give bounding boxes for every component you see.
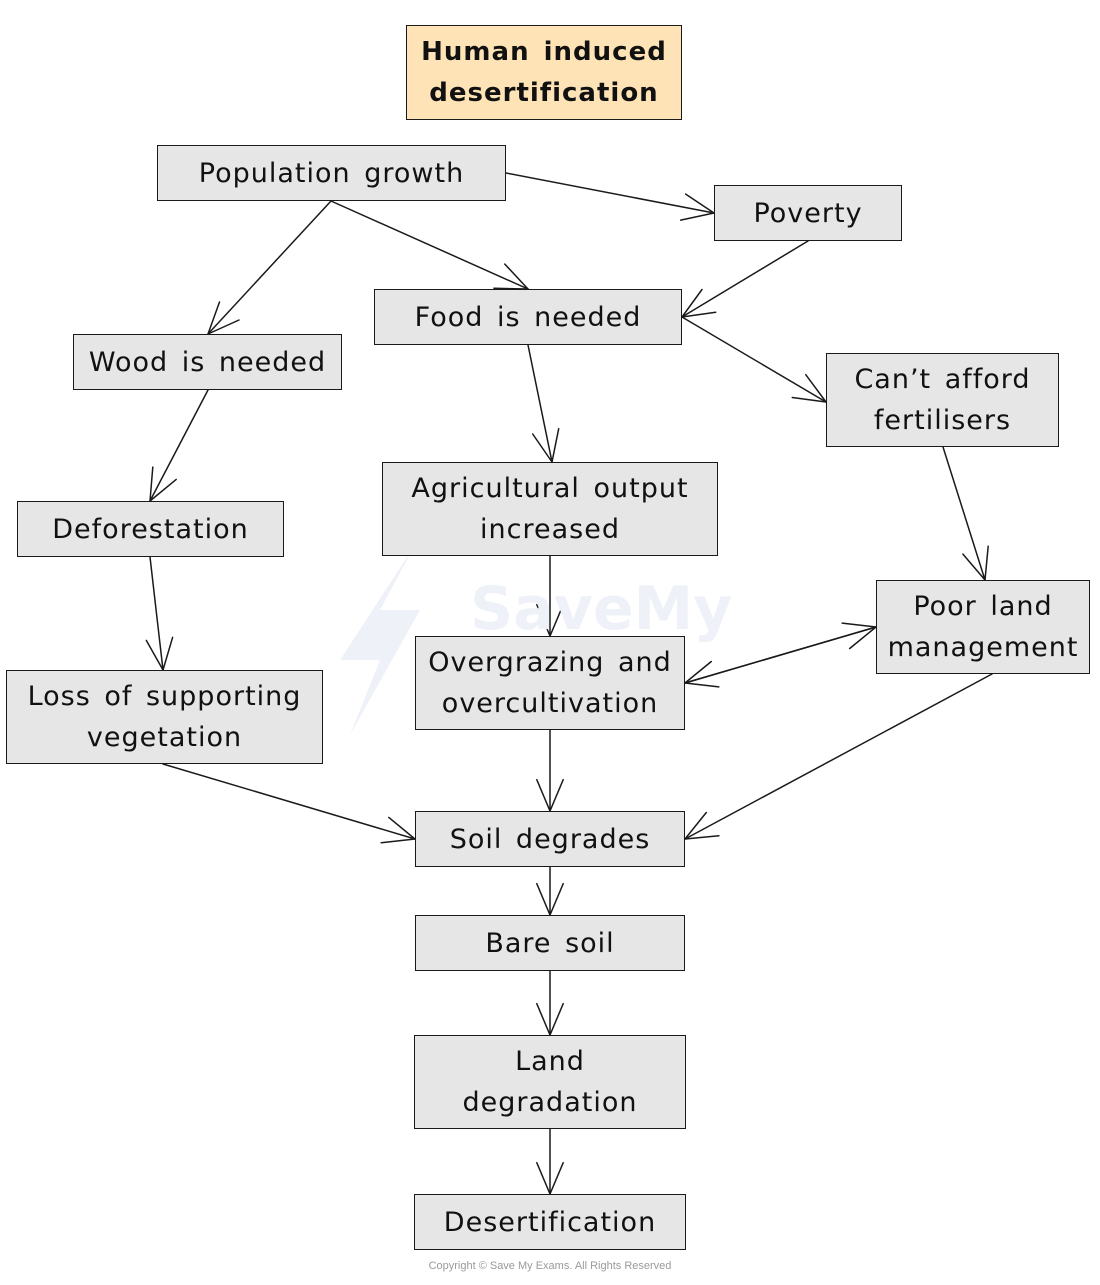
arrow-population-to-poverty (505, 172, 715, 221)
node-bare-soil: Bare soil (415, 915, 685, 971)
arrow-food-to-agricultural (527, 344, 560, 463)
node-desertification: Desertification (414, 1194, 686, 1250)
node-land-degradation: Land degradation (414, 1035, 686, 1129)
node-soil-degrades: Soil degrades (415, 811, 685, 867)
node-deforestation: Deforestation (17, 501, 284, 557)
arrow-wood-to-deforestation (149, 389, 209, 502)
node-food-needed: Food is needed (374, 289, 682, 345)
node-cant-afford-fertilisers: Can’t afford fertilisers (826, 353, 1059, 447)
arrow-loss-to-soil (162, 763, 416, 844)
arrow-food-to-cant-afford (681, 316, 827, 403)
arrow-bare-to-land-degradation (536, 970, 564, 1036)
arrow-population-to-food (330, 200, 529, 290)
arrow-land-degradation-to-desert (536, 1128, 564, 1195)
arrow-population-to-wood (207, 200, 332, 335)
node-wood-needed: Wood is needed (73, 334, 342, 390)
arrow-deforestation-to-loss (145, 556, 174, 671)
arrow-soil-to-bare (536, 866, 564, 916)
arrow-agricultural-to-overgrazing (536, 555, 564, 637)
node-agricultural-output: Agricultural output increased (382, 462, 718, 556)
arrow-poverty-to-food (681, 240, 809, 318)
node-population-growth: Population growth (157, 145, 506, 201)
node-loss-of-vegetation: Loss of supporting vegetation (6, 670, 323, 764)
node-poor-land-management: Poor land management (876, 580, 1090, 674)
arrow-poor-land-to-soil (684, 673, 993, 840)
copyright-notice: Copyright © Save My Exams. All Rights Re… (428, 1260, 672, 1272)
arrow-overgrazing-to-soil (536, 729, 564, 812)
diagram-title: Human induced desertification (406, 25, 682, 120)
arrow-overgrazing-to-poor-land (684, 622, 877, 684)
arrow-cant-afford-to-poor-land (942, 446, 989, 581)
node-poverty: Poverty (714, 185, 902, 241)
node-overgrazing: Overgrazing and overcultivation (415, 636, 685, 730)
